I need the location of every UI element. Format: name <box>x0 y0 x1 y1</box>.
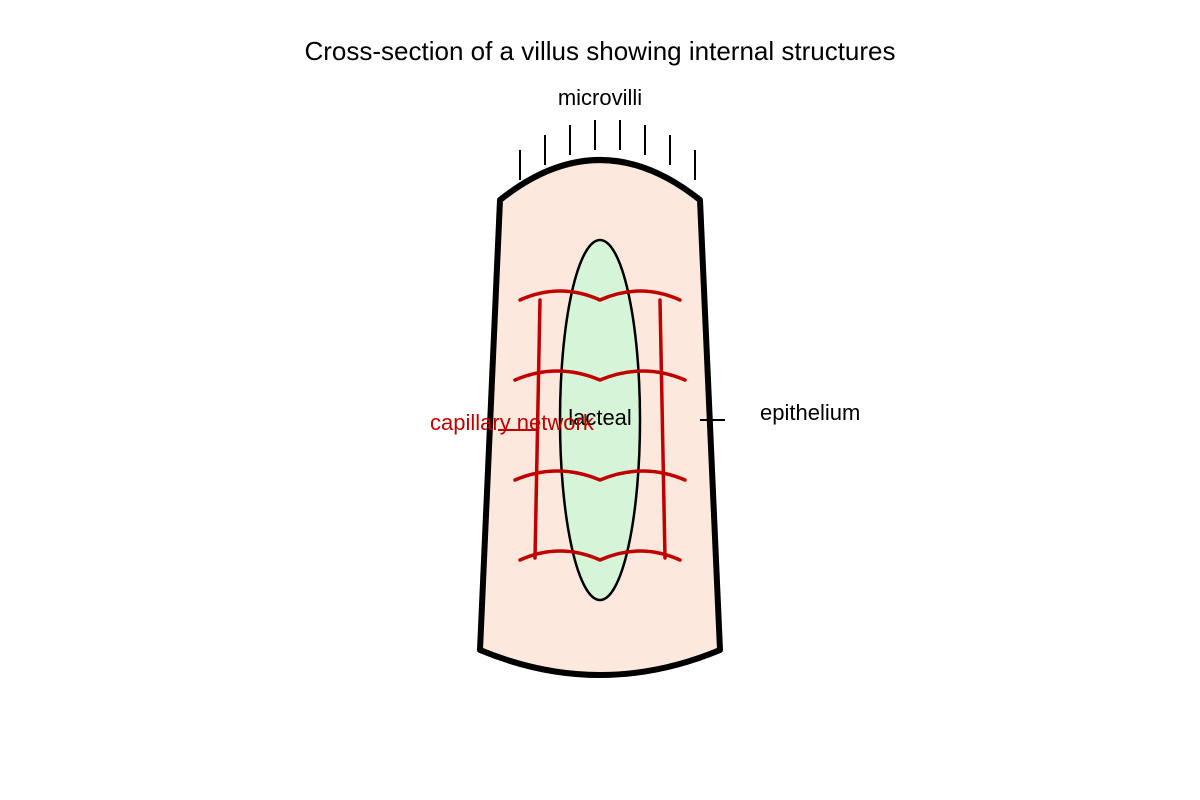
capillary-vessel-cross <box>513 369 687 382</box>
capillary-vessel-cross <box>518 289 682 302</box>
lacteal <box>558 238 642 602</box>
capillary-vessel-right <box>658 298 667 560</box>
capillary-network <box>513 289 687 562</box>
lacteal-label: lacteal <box>568 405 632 430</box>
capillary-vessel-cross <box>513 469 687 482</box>
capillary-network-label: capillary network <box>430 410 595 435</box>
epithelium-label: epithelium <box>760 400 860 425</box>
microvilli <box>519 120 696 180</box>
microvilli-label: microvilli <box>558 85 642 110</box>
capillary-vessel-cross <box>518 549 682 562</box>
diagram-title: Cross-section of a villus showing intern… <box>304 36 895 66</box>
